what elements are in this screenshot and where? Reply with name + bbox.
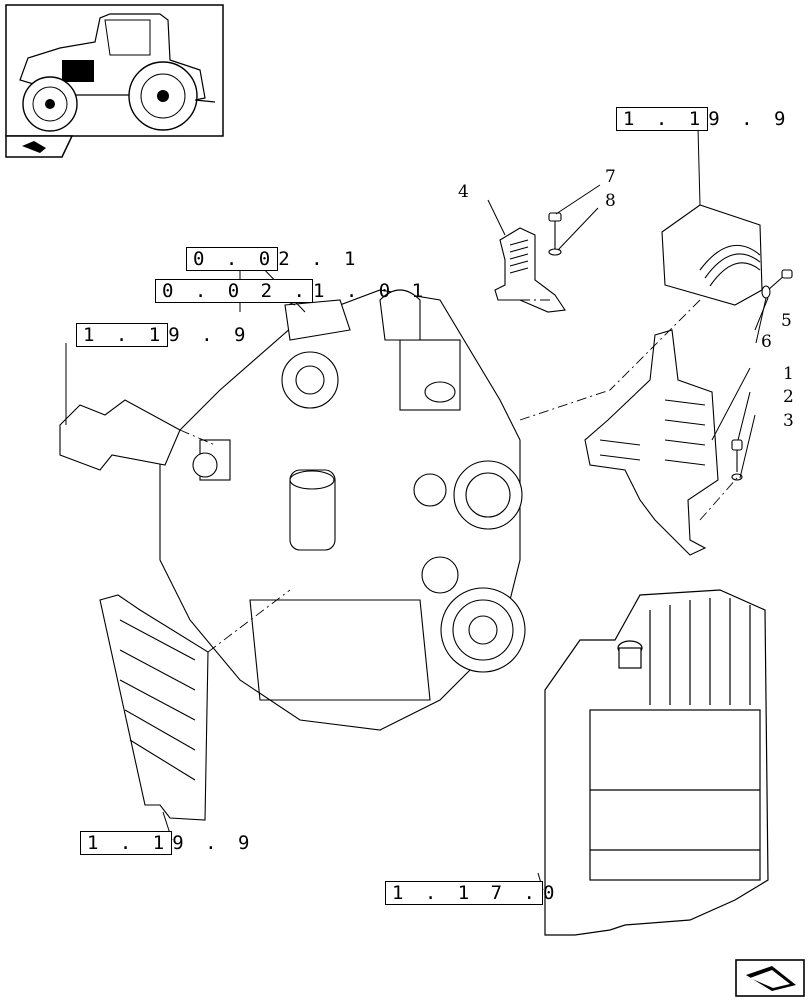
reference-0-02-1-01[interactable]: 0 . 0 2 .1 . 0 1 [155,279,428,303]
radiator [544,589,769,936]
part-number-5: 5 [781,311,792,331]
part-number-7: 7 [605,167,616,187]
part-1-heat-shield [584,329,719,556]
tractor-thumbnail-icon[interactable] [5,4,224,137]
part-number-8: 8 [605,191,616,211]
upper-shield [661,204,763,306]
part-2-bolt [731,439,743,481]
left-shield [59,399,181,471]
part-number-2: 2 [783,387,794,407]
part-number-3: 3 [783,411,794,431]
part-number-1: 1 [783,364,794,384]
part-5-bolt [761,269,793,299]
prev-page-arrow-icon[interactable] [5,135,74,158]
part-number-6: 6 [761,332,772,352]
part-7-bolt [548,212,562,256]
next-page-arrow-icon[interactable] [735,959,805,997]
part-4-bracket [494,227,566,313]
lower-left-grille [99,594,209,821]
reference-1-17-0[interactable]: 1 . 1 7 .0 [385,881,559,905]
engine-assembly [159,289,526,731]
connector-lines [179,299,738,653]
part-number-4: 4 [458,182,469,202]
